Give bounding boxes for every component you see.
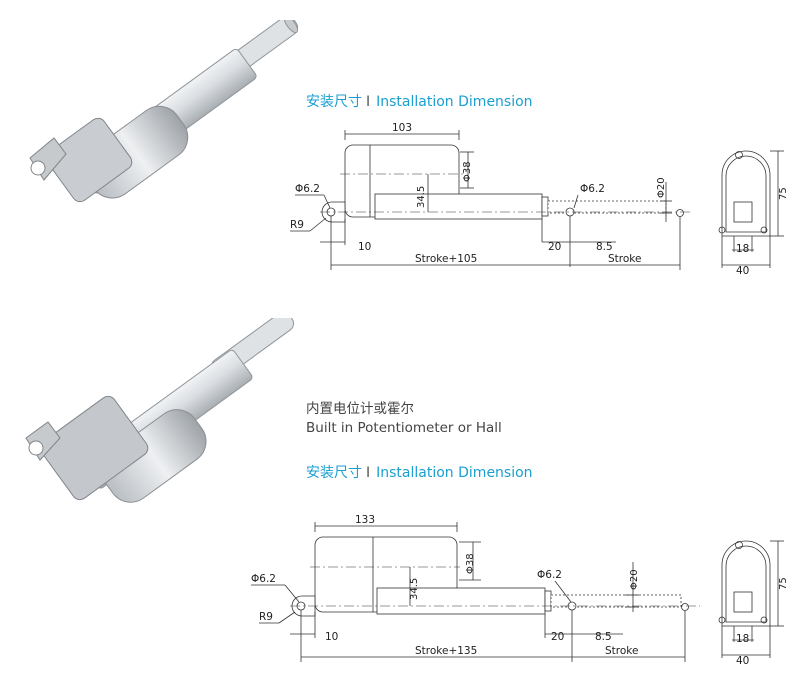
feature-caption-en: Built in Potentiometer or Hall: [306, 420, 502, 436]
dim-length: 103: [392, 122, 412, 134]
dim-radius: R9: [259, 611, 273, 623]
dim-total-length: Stroke+135: [415, 645, 477, 657]
side-height: 75: [778, 577, 789, 590]
side-view-1: 75 18 40: [718, 150, 789, 277]
dim-rod-diameter: Φ20: [629, 569, 640, 590]
side-view-2: 75 18 40: [718, 540, 789, 667]
dim-offset: 34.5: [409, 578, 420, 600]
feature-caption: 内置电位计或霍尔 Built in Potentiometer or Hall: [306, 400, 502, 438]
section-1-title-en: Installation Dimension: [376, 94, 533, 110]
dim-hole-offset: 8.5: [595, 631, 612, 643]
tube-cap: [544, 590, 552, 612]
feature-caption-cn: 内置电位计或霍尔: [306, 401, 414, 417]
dim-offset: 34.5: [416, 186, 427, 208]
outer-tube: [374, 193, 543, 220]
outer-tube: [376, 587, 546, 615]
dim-left-hole: Φ6.2: [295, 183, 320, 195]
dim-right-gap: 20: [551, 631, 564, 643]
dim-hole-offset: 8.5: [596, 241, 613, 253]
dim-motor-diameter: Φ38: [465, 553, 476, 574]
side-inner: 18: [736, 243, 749, 255]
side-height: 75: [778, 187, 789, 200]
section-2-title-cn: 安装尺寸: [306, 465, 362, 481]
section-1-title-cn: 安装尺寸: [306, 94, 362, 110]
dim-left-hole: Φ6.2: [251, 573, 276, 585]
dimension-drawing-1: 103 Φ38 34.5 Φ6.2 R9 Φ6.2 Φ20 10 20 8.5 …: [290, 122, 690, 270]
dimension-drawing-2: 133 Φ38 34.5 Φ6.2 R9 Φ6.2 Φ20 10 20 8.5 …: [251, 514, 700, 662]
dim-left-gap: 10: [358, 241, 371, 253]
inner-rod: [550, 594, 682, 608]
section-1-title-separator: I: [366, 94, 371, 110]
dim-left-gap: 10: [325, 631, 338, 643]
dim-right-hole: Φ6.2: [537, 569, 562, 581]
dim-stroke: Stroke: [605, 645, 638, 657]
dim-motor-diameter: Φ38: [462, 161, 473, 182]
dim-total-length: Stroke+105: [415, 253, 477, 265]
dim-rod-diameter: Φ20: [656, 177, 667, 198]
section-2-title-en: Installation Dimension: [376, 465, 533, 481]
dim-stroke: Stroke: [608, 253, 641, 265]
side-width: 40: [736, 265, 749, 277]
side-inner: 18: [736, 633, 749, 645]
dim-length: 133: [355, 514, 375, 526]
section-2-title-separator: I: [366, 465, 371, 481]
dim-right-gap: 20: [548, 241, 561, 253]
actuator-photo-2: [25, 318, 295, 503]
dim-right-hole: Φ6.2: [580, 183, 605, 195]
tube-cap: [541, 196, 549, 217]
dim-radius: R9: [290, 219, 304, 231]
actuator-photo-1: [29, 20, 299, 203]
side-width: 40: [736, 655, 749, 667]
